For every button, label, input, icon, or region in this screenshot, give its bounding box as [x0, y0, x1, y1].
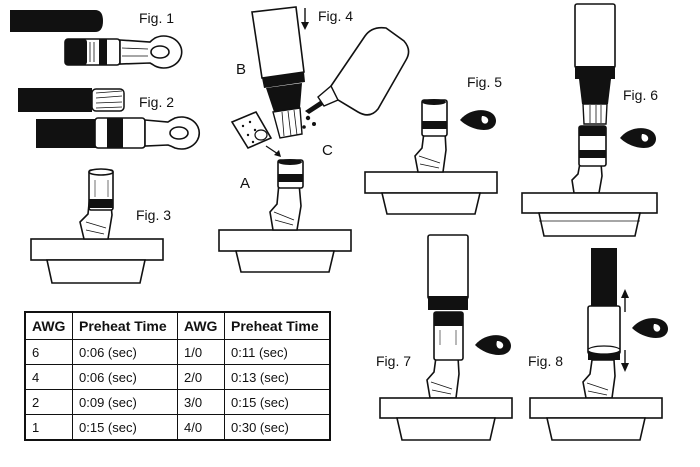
fig2-label: Fig. 2 [139, 94, 175, 110]
header-awg-2: AWG [177, 311, 225, 340]
fig7-lug-icon [426, 311, 464, 399]
fig8-label: Fig. 8 [528, 353, 564, 369]
fig6-label: Fig. 6 [623, 87, 659, 103]
cell-awg: 1 [24, 414, 73, 441]
fig6-heat-block-icon [521, 192, 658, 237]
fig8-down-arrow-icon [621, 350, 629, 372]
cell-awg: 2/0 [177, 364, 225, 390]
fig8-up-arrow-icon [621, 289, 629, 312]
fig5-lug-icon [414, 99, 448, 173]
fig6-solder-tube [574, 3, 616, 125]
fig7-label: Fig. 7 [376, 353, 412, 369]
fig8-cable [591, 248, 617, 308]
fig4-arrow-icon [301, 8, 309, 30]
fig6-lug-icon [571, 125, 607, 194]
fig2-crimped-lug-icon [36, 116, 201, 150]
fig3-heat-block-icon [30, 238, 164, 284]
fig4-heat-block-icon [218, 229, 352, 273]
fig7-heat-block-icon [379, 397, 513, 441]
fig5-heat-flame-icon [460, 110, 496, 130]
header-preheat-time-2: Preheat Time [224, 311, 331, 340]
fig7-solder-tube [427, 234, 469, 310]
fig8-heat-flame-icon [632, 318, 668, 338]
cell-preheat-time: 0:30 (sec) [224, 414, 331, 441]
fig4-label: Fig. 4 [318, 8, 354, 24]
fig8-heat-block-icon [529, 397, 663, 441]
cell-awg: 2 [24, 389, 73, 415]
table-row: 2 0:09 (sec) 3/0 0:15 (sec) [24, 389, 331, 415]
fig5-label: Fig. 5 [467, 74, 503, 90]
fig3-lug-icon [79, 168, 114, 240]
callout-a: A [240, 175, 251, 192]
table-row: 6 0:06 (sec) 1/0 0:11 (sec) [24, 339, 331, 365]
cell-preheat-time: 0:11 (sec) [224, 339, 331, 365]
fig1-cable [10, 10, 103, 32]
fig8-lug-icon [582, 345, 621, 399]
cell-preheat-time: 0:06 (sec) [72, 364, 178, 390]
fig1-label: Fig. 1 [139, 10, 175, 26]
fig4-solder-tube [251, 6, 305, 139]
fig6-heat-flame-icon [620, 128, 656, 148]
fig4-lug-icon [269, 159, 304, 231]
callout-b: B [236, 61, 247, 78]
table-row: 1 0:15 (sec) 4/0 0:30 (sec) [24, 414, 331, 441]
cell-preheat-time: 0:06 (sec) [72, 339, 178, 365]
fig1-lug-icon [64, 35, 183, 69]
cell-awg: 4 [24, 364, 73, 390]
fig3-label: Fig. 3 [136, 207, 172, 223]
header-preheat-time: Preheat Time [72, 311, 178, 340]
cell-awg: 1/0 [177, 339, 225, 365]
table-row: 4 0:06 (sec) 2/0 0:13 (sec) [24, 364, 331, 390]
fig5-heat-block-icon [364, 171, 498, 215]
cell-awg: 3/0 [177, 389, 225, 415]
fig4-flux-sponge-icon [230, 110, 281, 157]
callout-c: C [322, 142, 333, 159]
cell-awg: 4/0 [177, 414, 225, 441]
cell-preheat-time: 0:09 (sec) [72, 389, 178, 415]
fig2-stripped-cable [18, 88, 125, 112]
preheat-table: AWG Preheat Time AWG Preheat Time 6 0:06… [24, 311, 331, 441]
fig4-solder-bottle-icon [302, 26, 410, 129]
cell-preheat-time: 0:15 (sec) [224, 389, 331, 415]
cell-awg: 6 [24, 339, 73, 365]
cell-preheat-time: 0:15 (sec) [72, 414, 178, 441]
table-header-row: AWG Preheat Time AWG Preheat Time [24, 311, 331, 340]
cell-preheat-time: 0:13 (sec) [224, 364, 331, 390]
fig7-heat-flame-icon [475, 335, 511, 355]
header-awg: AWG [24, 311, 73, 340]
